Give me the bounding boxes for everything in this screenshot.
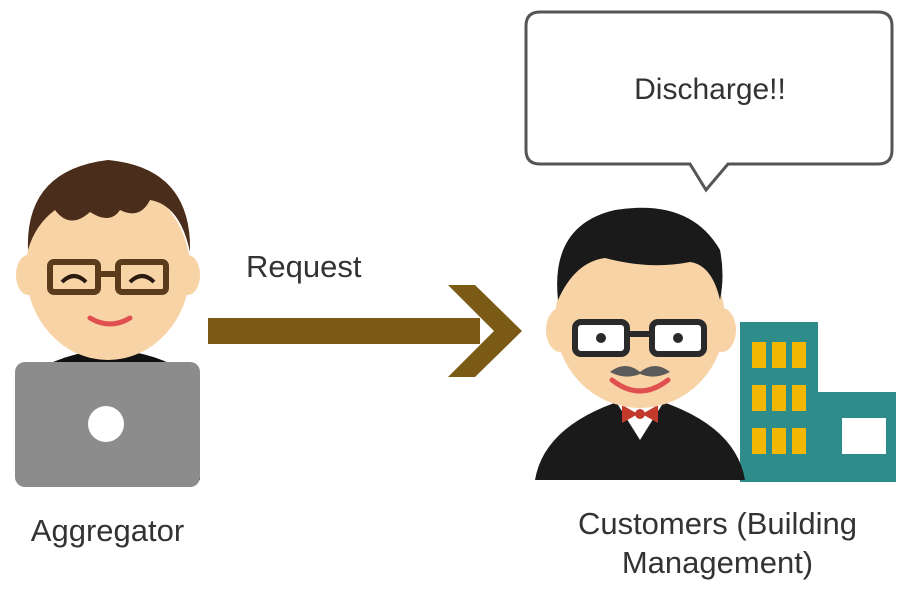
speech-bubble-text: Discharge!! xyxy=(634,73,786,106)
request-arrow xyxy=(208,285,522,377)
aggregator-icon xyxy=(15,160,200,487)
speech-bubble xyxy=(524,10,894,193)
aggregator-label: Aggregator xyxy=(30,513,185,548)
building-icon xyxy=(740,322,896,482)
request-label: Request xyxy=(246,249,362,284)
customer-label: Customers (Building Management) xyxy=(577,506,858,580)
customer-icon xyxy=(535,207,745,480)
